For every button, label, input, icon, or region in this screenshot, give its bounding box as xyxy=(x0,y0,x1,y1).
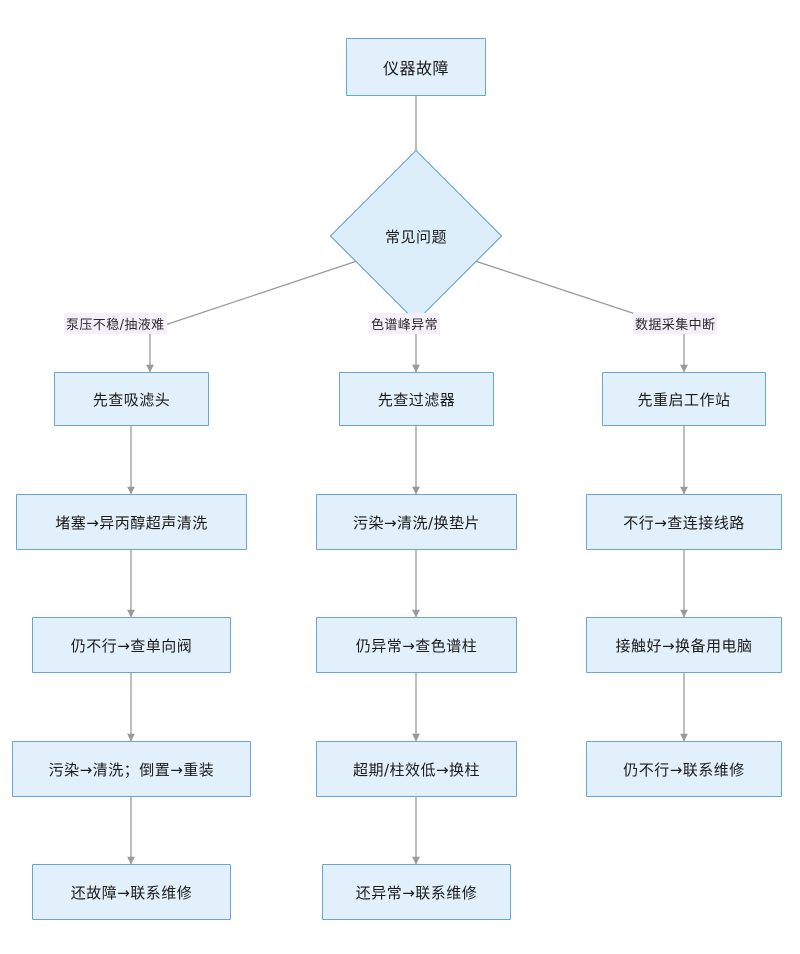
node-left-step-4[interactable]: 污染→清洗；倒置→重装 xyxy=(12,741,251,797)
edge-label-right: 数据采集中断 xyxy=(633,313,718,334)
node-middle-step-1[interactable]: 先查过滤器 xyxy=(339,372,494,426)
node-middle-step-2[interactable]: 污染→清洗/换垫片 xyxy=(316,494,517,550)
connector-decision-to-left xyxy=(146,257,367,373)
edge-label-left: 泵压不稳/抽液难 xyxy=(64,313,167,334)
node-middle-step-3[interactable]: 仍异常→查色谱柱 xyxy=(316,617,517,673)
node-left-step-5[interactable]: 还故障→联系维修 xyxy=(32,864,231,920)
node-start[interactable]: 仪器故障 xyxy=(346,38,486,96)
node-right-step-2[interactable]: 不行→查连接线路 xyxy=(586,494,782,550)
node-right-step-4[interactable]: 仍不行→联系维修 xyxy=(586,741,782,797)
node-right-step-3[interactable]: 接触好→换备用电脑 xyxy=(586,617,782,673)
node-middle-step-4[interactable]: 超期/柱效低→换柱 xyxy=(316,741,517,797)
node-right-step-1[interactable]: 先重启工作站 xyxy=(602,372,766,426)
edge-label-middle: 色谱峰异常 xyxy=(369,313,441,334)
node-left-step-2[interactable]: 堵塞→异丙醇超声清洗 xyxy=(16,494,247,550)
node-left-step-1[interactable]: 先查吸滤头 xyxy=(54,372,209,426)
node-middle-step-5[interactable]: 还异常→联系维修 xyxy=(322,864,511,920)
node-decision[interactable]: 常见问题 xyxy=(329,149,503,323)
node-left-step-3[interactable]: 仍不行→查单向阀 xyxy=(32,617,231,673)
decision-label: 常见问题 xyxy=(384,227,447,246)
